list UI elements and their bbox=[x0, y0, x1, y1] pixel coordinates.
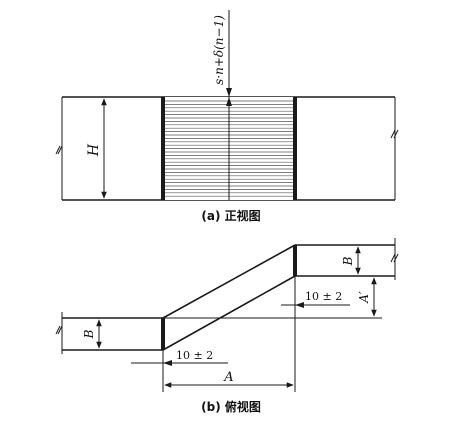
top-view: B A′ 10 ± 2 B 10 ± 2 A (b) 俯视图 bbox=[55, 238, 399, 414]
left-tolerance-arrow bbox=[163, 360, 172, 366]
B-left-label: B bbox=[82, 329, 96, 339]
front-right-break-mark bbox=[390, 129, 399, 139]
left-tolerance-label: 10 ± 2 bbox=[176, 349, 213, 362]
joggle-upper-edge bbox=[162, 244, 296, 319]
front-left-break-mark bbox=[55, 145, 63, 155]
width-arrow-down bbox=[226, 88, 232, 97]
right-tolerance-label: 10 ± 2 bbox=[305, 290, 342, 303]
width-arrow-up bbox=[226, 97, 232, 106]
width-formula: s·n+δ(n−1) bbox=[212, 15, 226, 85]
top-view-caption: (b) 俯视图 bbox=[201, 399, 261, 414]
joggle-lower-edge bbox=[162, 275, 296, 351]
height-label: H bbox=[86, 143, 102, 157]
B-right-label: B bbox=[341, 256, 355, 266]
front-view: H s·n+δ(n−1) (a) 正视图 bbox=[55, 10, 399, 223]
right-tolerance-arrow bbox=[295, 302, 304, 308]
left-strip-break-mark bbox=[55, 325, 63, 335]
front-view-caption: (a) 正视图 bbox=[201, 208, 260, 223]
right-strip-break-mark bbox=[390, 253, 399, 263]
A-prime-label: A′ bbox=[357, 291, 371, 304]
A-label: A bbox=[223, 370, 233, 385]
